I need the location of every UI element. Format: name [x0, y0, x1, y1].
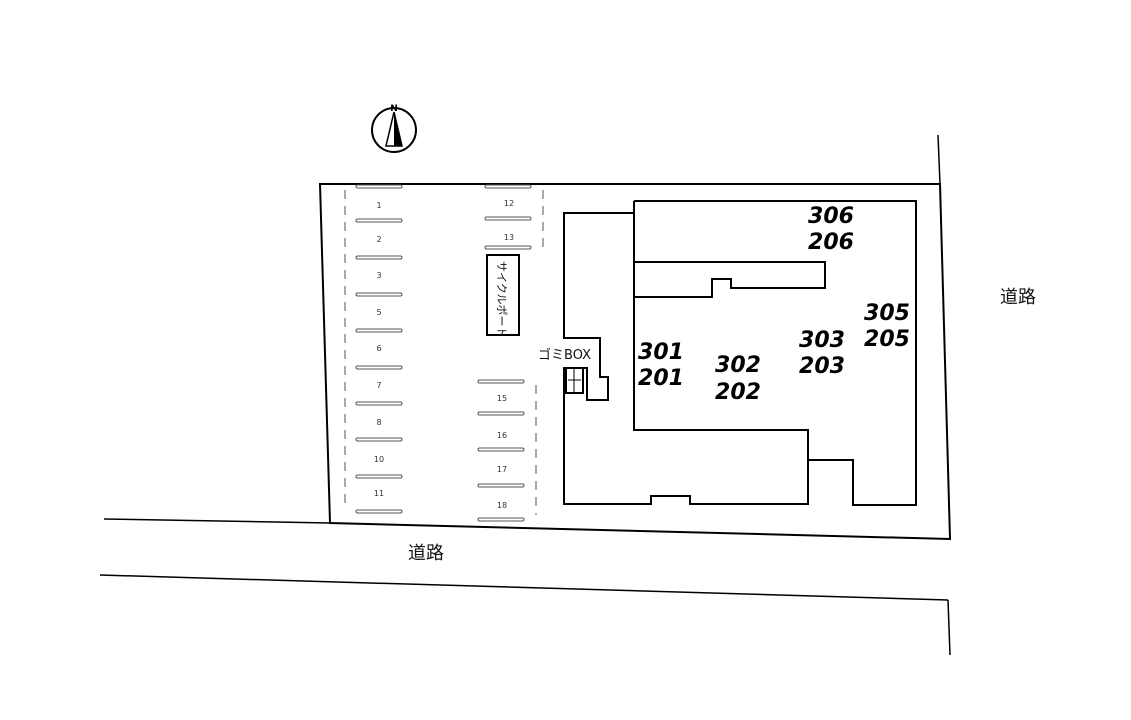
unit-number: 301 [638, 340, 684, 365]
north-label: N [390, 104, 398, 114]
parking-right-bottom: 15 16 17 18 [477, 379, 537, 522]
unit-number: 206 [808, 230, 854, 255]
garbage-box: ゴミBOX [538, 347, 591, 394]
unit-number: 205 [864, 327, 910, 352]
unit-number: 305 [864, 301, 910, 326]
parking-slot-10: 10 [374, 455, 384, 464]
parking-slot-1: 1 [376, 201, 381, 210]
unit-number: 202 [715, 380, 761, 405]
parking-slot-11: 11 [374, 489, 384, 498]
unit-303-203: 303 203 [799, 328, 845, 379]
parking-slot-13: 13 [504, 233, 514, 242]
parking-slot-6: 6 [376, 344, 381, 353]
cycle-port-label: サイクルポート [495, 261, 508, 337]
site-boundary [318, 183, 952, 541]
unit-number: 201 [638, 366, 684, 391]
cycle-port: サイクルポート [486, 254, 520, 337]
north-compass-icon: N [371, 104, 417, 153]
apartment-building [563, 200, 917, 506]
parking-slot-7: 7 [376, 381, 381, 390]
unit-306-206: 306 206 [808, 204, 854, 255]
unit-number: 203 [799, 354, 845, 379]
roads [99, 134, 951, 656]
parking-slot-15: 15 [497, 394, 507, 403]
unit-number: 306 [808, 204, 854, 229]
unit-305-205: 305 205 [864, 301, 910, 352]
parking-right-top: 12 13 [484, 184, 544, 250]
unit-301-201: 301 201 [638, 340, 684, 391]
unit-number: 303 [799, 328, 845, 353]
parking-slot-18: 18 [497, 501, 507, 510]
parking-slot-2: 2 [376, 235, 381, 244]
unit-number: 302 [715, 353, 761, 378]
parking-slot-5: 5 [376, 308, 381, 317]
parking-slot-17: 17 [497, 465, 507, 474]
parking-left-column: 1 2 3 5 6 7 8 10 11 [344, 184, 403, 514]
south-road-label: 道路 [408, 543, 444, 564]
parking-slot-8: 8 [376, 418, 381, 427]
parking-slot-12: 12 [504, 199, 514, 208]
east-road-label: 道路 [1000, 287, 1036, 308]
unit-302-202: 302 202 [715, 353, 761, 405]
parking-slot-16: 16 [497, 431, 507, 440]
garbage-box-label: ゴミBOX [538, 347, 591, 363]
parking-slot-3: 3 [376, 271, 381, 280]
